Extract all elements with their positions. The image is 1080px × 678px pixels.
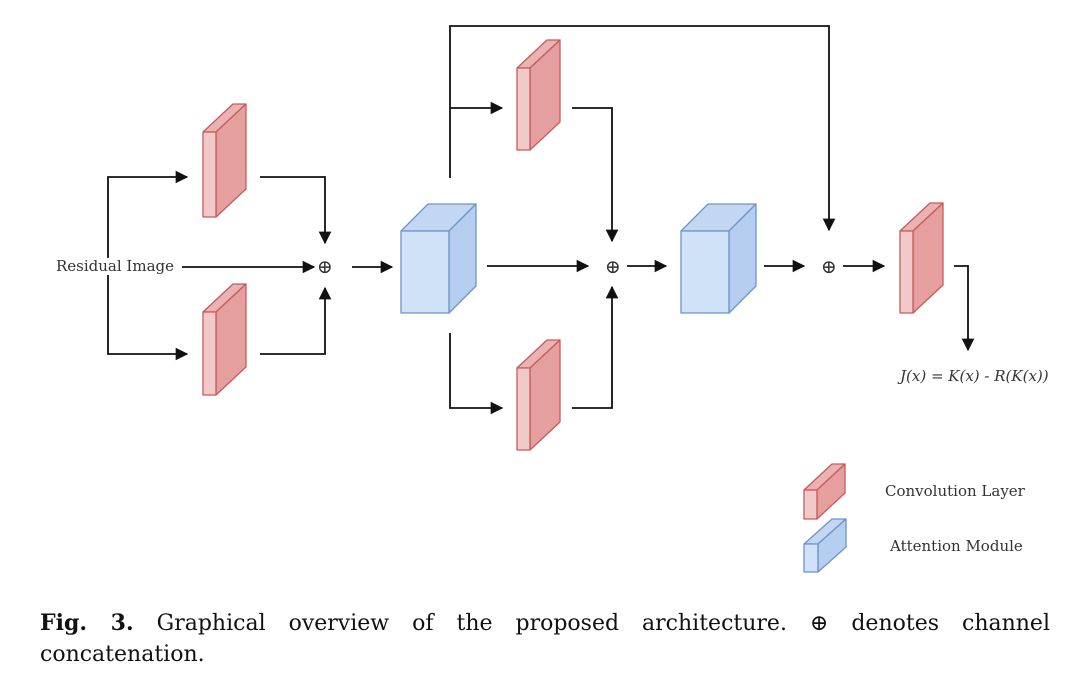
conv-layer-input-bottom [202, 283, 247, 396]
conv-layer-output [899, 202, 944, 314]
box-front-face [400, 230, 450, 314]
box-front-face [202, 131, 217, 218]
output-formula: J(x) = K(x) - R(K(x)) [897, 367, 1049, 385]
concat-symbol-2: ⊕ [605, 256, 621, 278]
concat-symbol-3: ⊕ [821, 256, 837, 278]
conv-layer-input-top [202, 103, 247, 218]
box-front-face [803, 489, 818, 520]
concat-symbol-1: ⊕ [317, 256, 333, 278]
conv-layer-upper-branch [516, 39, 561, 151]
box-front-face [680, 230, 730, 314]
caption-label: Fig. 3. [40, 610, 134, 636]
attention-module-2 [680, 203, 757, 314]
legend-attention-swatch [803, 518, 847, 573]
box-front-face [516, 67, 531, 151]
connection-arrows [107, 25, 975, 415]
legend-attention-label: Attention Module [889, 537, 1023, 555]
caption-text: Graphical overview of the proposed archi… [40, 611, 1050, 667]
conv-layer-lower-branch [516, 339, 561, 451]
legend-conv-label: Convolution Layer [885, 482, 1026, 500]
legend-conv-swatch [803, 463, 846, 520]
box-front-face [202, 311, 217, 396]
architecture-diagram: Residual Image ⊕ ⊕ ⊕ J(x) = K(x) - R(K(x… [56, 25, 1049, 573]
input-label: Residual Image [56, 257, 174, 275]
box-front-face [803, 543, 819, 573]
box-front-face [899, 230, 914, 314]
figure-caption: Fig. 3. Graphical overview of the propos… [40, 608, 1050, 670]
attention-module-1 [400, 203, 477, 314]
box-front-face [516, 367, 531, 451]
